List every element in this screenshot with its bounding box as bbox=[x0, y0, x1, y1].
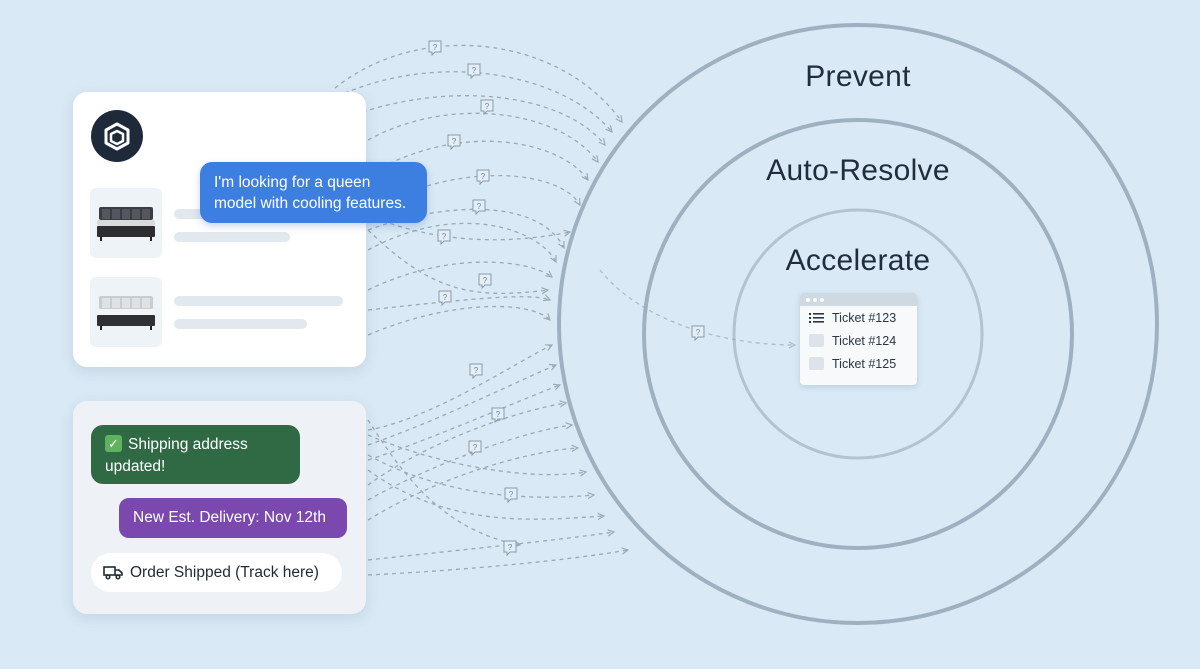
truck-icon bbox=[103, 566, 123, 580]
flow-arrow bbox=[367, 434, 586, 475]
accelerate-label: Accelerate bbox=[785, 244, 931, 277]
question-bubble-icon: ? bbox=[472, 199, 486, 216]
svg-text:?: ? bbox=[473, 443, 478, 452]
prevent-ring bbox=[557, 23, 1159, 625]
svg-text:?: ? bbox=[485, 102, 490, 111]
flow-arrow bbox=[367, 425, 572, 501]
question-bubble-icon: ? bbox=[468, 440, 482, 457]
list-icon bbox=[809, 312, 824, 323]
question-bubble-icon: ? bbox=[476, 169, 490, 186]
flow-arrow bbox=[367, 365, 556, 446]
check-icon: ✓ bbox=[105, 435, 122, 452]
svg-text:?: ? bbox=[483, 276, 488, 285]
svg-text:?: ? bbox=[442, 232, 447, 241]
question-bubble-icon: ? bbox=[491, 407, 505, 424]
flow-arrow bbox=[367, 419, 520, 545]
flow-arrow bbox=[367, 297, 550, 311]
question-bubble-icon: ? bbox=[478, 273, 492, 290]
question-bubble-icon: ? bbox=[437, 229, 451, 246]
rings bbox=[557, 23, 1159, 625]
flow-arrow bbox=[329, 71, 612, 132]
ticket-checkbox[interactable] bbox=[809, 357, 824, 370]
flow-arrow bbox=[367, 222, 556, 262]
svg-text:?: ? bbox=[472, 66, 477, 75]
question-bubble-icon: ? bbox=[447, 134, 461, 151]
chat-bubble: I'm looking for a queen model with cooli… bbox=[200, 162, 427, 223]
delivery-text: New Est. Delivery: Nov 12th bbox=[133, 509, 326, 526]
flow-arrow bbox=[367, 385, 560, 461]
svg-text:?: ? bbox=[477, 202, 482, 211]
flow-arrow bbox=[367, 532, 614, 561]
chat-card bbox=[73, 92, 366, 367]
question-bubble-icon: ? bbox=[504, 487, 518, 504]
text-placeholder bbox=[174, 232, 290, 242]
ticket-label: Ticket #124 bbox=[832, 333, 897, 348]
window-titlebar bbox=[800, 293, 917, 306]
brand-logo-icon bbox=[91, 110, 143, 162]
svg-text:?: ? bbox=[474, 366, 479, 375]
svg-text:?: ? bbox=[452, 137, 457, 146]
ticket-checkbox[interactable] bbox=[809, 334, 824, 347]
order-text: Order Shipped (Track here) bbox=[130, 564, 319, 581]
flow-arrow bbox=[367, 448, 578, 521]
flow-arrow bbox=[367, 229, 548, 293]
flow-arrow bbox=[339, 95, 605, 145]
ticket-label: Ticket #125 bbox=[832, 356, 897, 371]
question-bubble-icon: ? bbox=[438, 290, 452, 307]
question-bubble-icon: ? bbox=[428, 40, 442, 57]
delivery-notification: New Est. Delivery: Nov 12th bbox=[119, 498, 347, 538]
prevent-label: Prevent bbox=[805, 60, 911, 93]
ticket-list-window: Ticket #123 Ticket #124 Ticket #125 bbox=[800, 293, 917, 385]
question-icons: ??????????????? bbox=[428, 40, 705, 557]
flow-arrow bbox=[367, 112, 598, 162]
svg-text:?: ? bbox=[509, 490, 514, 499]
flow-arrow bbox=[367, 305, 550, 336]
flow-arrow bbox=[367, 174, 580, 211]
flow-arrow bbox=[367, 550, 628, 576]
flow-arrow bbox=[599, 269, 795, 345]
ticket-item[interactable]: Ticket #123 bbox=[800, 306, 917, 329]
question-bubble-icon: ? bbox=[691, 325, 705, 342]
flow-arrow bbox=[334, 44, 622, 122]
flow-arrow bbox=[367, 454, 594, 497]
flow-arrow bbox=[367, 469, 604, 519]
flow-arrow bbox=[367, 345, 552, 431]
question-arrows bbox=[329, 44, 795, 576]
mattress-image-1[interactable] bbox=[90, 188, 162, 258]
auto-resolve-label: Auto-Resolve bbox=[766, 154, 950, 187]
order-shipped-link[interactable]: Order Shipped (Track here) bbox=[91, 553, 342, 592]
shipping-notification: ✓Shipping address updated! bbox=[91, 425, 300, 484]
flow-arrow bbox=[367, 261, 552, 291]
flow-arrow bbox=[367, 140, 588, 180]
question-bubble-icon: ? bbox=[503, 540, 517, 557]
svg-text:?: ? bbox=[481, 172, 486, 181]
ticket-item[interactable]: Ticket #125 bbox=[800, 352, 917, 375]
svg-text:?: ? bbox=[496, 410, 501, 419]
ticket-label: Ticket #123 bbox=[832, 310, 897, 325]
mattress-image-2[interactable] bbox=[90, 277, 162, 347]
accelerate-ring bbox=[732, 208, 984, 460]
flow-arrow bbox=[367, 403, 566, 486]
auto-resolve-ring bbox=[642, 118, 1074, 550]
question-bubble-icon: ? bbox=[467, 63, 481, 80]
shipping-text: Shipping address updated! bbox=[105, 436, 248, 475]
text-placeholder bbox=[174, 319, 307, 329]
question-bubble-icon: ? bbox=[469, 363, 483, 380]
svg-text:?: ? bbox=[696, 328, 701, 337]
svg-text:?: ? bbox=[443, 293, 448, 302]
text-placeholder bbox=[174, 296, 343, 306]
svg-text:?: ? bbox=[433, 43, 438, 52]
svg-text:?: ? bbox=[508, 543, 513, 552]
ticket-item[interactable]: Ticket #124 bbox=[800, 329, 917, 352]
question-bubble-icon: ? bbox=[480, 99, 494, 116]
